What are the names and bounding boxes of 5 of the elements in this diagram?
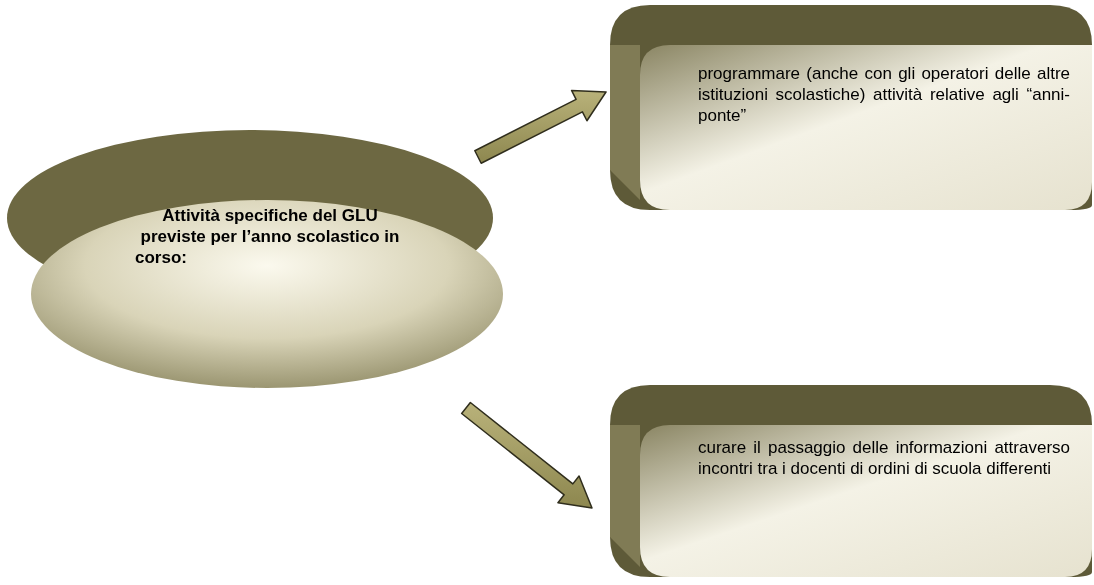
description-text: curare il passaggio delle informazioni attraverso incontri tra i docenti di ordini di scuola differenti xyxy=(698,437,1070,479)
heading-text: Attività specifiche del GLU previste per l’anno scolastico in corso: xyxy=(135,205,401,268)
block-arrow xyxy=(460,401,593,509)
description-text: programmare (anche con gli operatori delle altre istituzioni scolastiche) attività relative agli “anni-ponte” xyxy=(698,63,1070,126)
block-arrow xyxy=(474,89,607,164)
